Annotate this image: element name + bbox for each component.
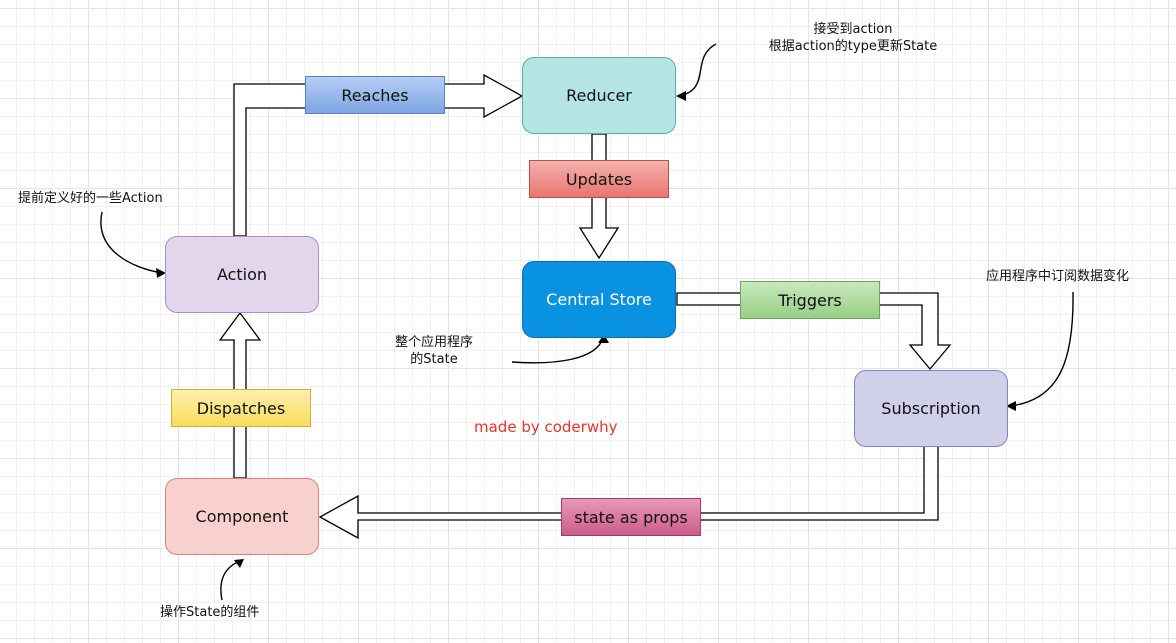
curve-store-note-head	[598, 334, 609, 343]
action-note: 提前定义好的一些Action	[18, 191, 163, 206]
updates-label: Updates	[529, 160, 669, 198]
store-note-line1: 整个应用程序	[394, 335, 473, 350]
state-as-props-label: state as props	[561, 498, 701, 536]
action-node: Action	[165, 236, 319, 313]
reaches-label: Reaches	[305, 76, 445, 114]
curve-component-note	[220, 560, 241, 601]
curve-store-note	[511, 337, 604, 364]
component-node: Component	[165, 478, 319, 555]
dispatches-label: Dispatches	[171, 389, 311, 427]
curve-component-note-head	[234, 559, 244, 568]
store-note: 整个应用程序 的State	[380, 334, 488, 368]
reducer-note: 接受到action 根据action的type更新State	[760, 21, 946, 55]
watermark: made by coderwhy	[474, 418, 618, 436]
curve-subscription-note-head	[1006, 401, 1016, 411]
central-store-node: Central Store	[522, 261, 676, 338]
curve-subscription-note	[1009, 291, 1074, 407]
component-note: 操作State的组件	[160, 605, 260, 620]
reducer-note-line1: 接受到action	[813, 22, 893, 37]
curve-reducer-note	[679, 43, 717, 97]
subscription-note: 应用程序中订阅数据变化	[986, 269, 1130, 284]
subscription-node: Subscription	[854, 370, 1008, 447]
triggers-label: Triggers	[740, 281, 880, 319]
curve-reducer-note-head	[676, 91, 686, 101]
reducer-node: Reducer	[522, 57, 676, 134]
curve-action-note-head	[156, 268, 166, 278]
reducer-note-line2: 根据action的type更新State	[768, 39, 938, 54]
curve-action-note	[100, 211, 163, 274]
store-note-line2: 的State	[410, 352, 458, 367]
